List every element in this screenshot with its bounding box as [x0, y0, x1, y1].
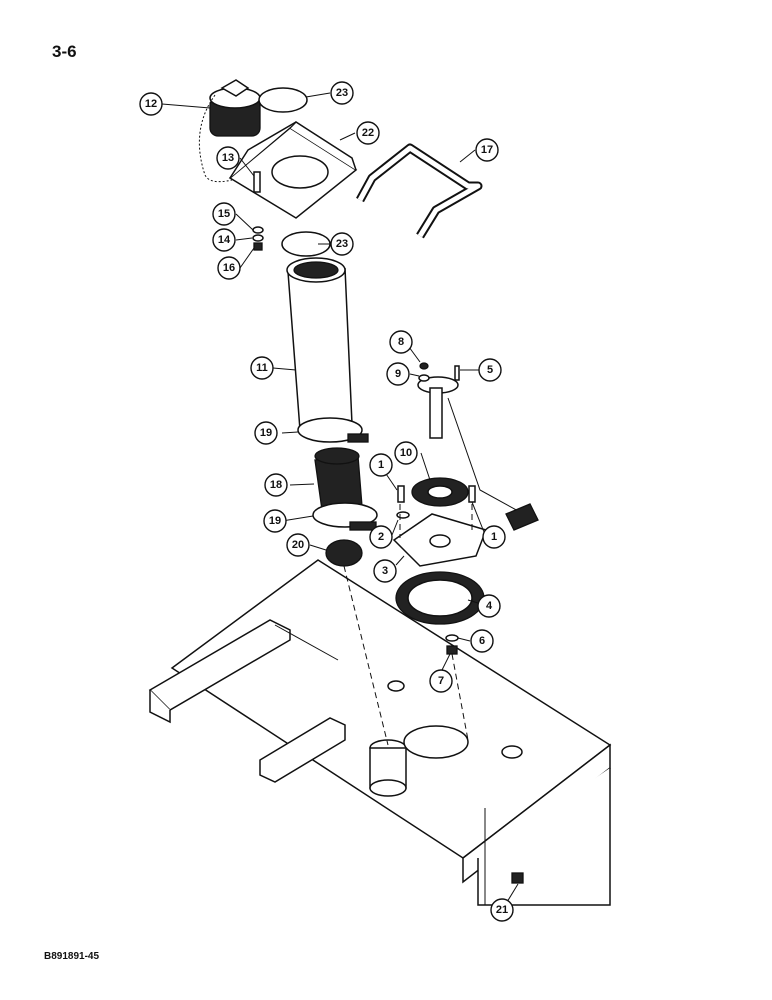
- svg-text:1: 1: [378, 459, 384, 471]
- washer-6: [445, 634, 459, 642]
- callout-3: 3: [373, 559, 397, 583]
- svg-text:4: 4: [486, 600, 493, 612]
- hose-clamp-lower: [312, 502, 378, 531]
- svg-text:14: 14: [218, 234, 231, 246]
- callout-9: 9: [386, 362, 410, 386]
- callout-17: 17: [475, 138, 499, 162]
- svg-text:22: 22: [362, 127, 374, 139]
- fill-hose-bracket: [356, 143, 483, 239]
- callout-5: 5: [478, 358, 502, 382]
- callout-6: 6: [470, 629, 494, 653]
- callout-20: 20: [286, 533, 310, 557]
- svg-text:3: 3: [382, 565, 388, 577]
- leader-lines: [161, 92, 519, 903]
- svg-text:7: 7: [438, 675, 444, 687]
- svg-text:20: 20: [292, 539, 304, 551]
- callout-1-right: 1: [482, 525, 506, 549]
- callout-4: 4: [477, 594, 501, 618]
- svg-text:8: 8: [398, 336, 404, 348]
- svg-text:16: 16: [223, 262, 235, 274]
- svg-text:9: 9: [395, 368, 401, 380]
- callout-12: 12: [139, 92, 163, 116]
- svg-text:21: 21: [496, 904, 508, 916]
- connector-hose: [314, 447, 363, 511]
- fuel-sender-unit: [417, 362, 539, 531]
- tank-gasket: [395, 571, 485, 625]
- svg-text:17: 17: [481, 144, 493, 156]
- svg-text:18: 18: [270, 479, 282, 491]
- svg-text:15: 15: [218, 208, 230, 220]
- hose-clamp-upper: [297, 417, 369, 443]
- nut-7: [446, 645, 458, 655]
- callout-19-lower: 19: [263, 509, 287, 533]
- filler-neck-tube: [286, 257, 353, 431]
- svg-text:1: 1: [491, 531, 497, 543]
- svg-text:11: 11: [256, 362, 268, 374]
- figure-code: B891891-45: [44, 951, 100, 962]
- callout-14: 14: [212, 228, 236, 252]
- callout-10: 10: [394, 441, 418, 465]
- callout-19-upper: 19: [254, 421, 278, 445]
- svg-text:19: 19: [260, 427, 272, 439]
- svg-text:13: 13: [222, 152, 234, 164]
- callout-11: 11: [250, 356, 274, 380]
- fuel-tank: [148, 559, 612, 906]
- o-ring-upper: [258, 87, 308, 113]
- svg-text:10: 10: [400, 447, 412, 459]
- washers-and-nut: [252, 226, 264, 251]
- bolt: [253, 171, 261, 193]
- filler-cap: [198, 79, 261, 183]
- screw-right: [468, 485, 476, 503]
- svg-text:19: 19: [269, 515, 281, 527]
- callout-7: 7: [429, 669, 453, 693]
- svg-text:23: 23: [336, 238, 348, 250]
- lock-washer: [396, 511, 410, 519]
- callout-18: 18: [264, 473, 288, 497]
- svg-text:23: 23: [336, 87, 348, 99]
- svg-text:2: 2: [378, 531, 384, 543]
- svg-text:12: 12: [145, 98, 157, 110]
- page-number: 3-6: [52, 42, 77, 61]
- svg-text:6: 6: [479, 635, 485, 647]
- drain-plug: [511, 872, 524, 884]
- callout-16: 16: [217, 256, 241, 280]
- callout-1-left: 1: [369, 453, 393, 477]
- callout-15: 15: [212, 202, 236, 226]
- screw-left: [397, 485, 405, 503]
- svg-text:5: 5: [487, 364, 493, 376]
- callout-22: 22: [356, 121, 380, 145]
- callout-23-lower: 23: [330, 232, 354, 256]
- filter-screen: [325, 539, 363, 567]
- mounting-plate: [392, 513, 487, 567]
- callout-13: 13: [216, 146, 240, 170]
- callout-21: 21: [490, 898, 514, 922]
- callout-23-upper: 23: [330, 81, 354, 105]
- filler-tray: [228, 121, 358, 219]
- callout-2: 2: [369, 525, 393, 549]
- callout-8: 8: [389, 330, 413, 354]
